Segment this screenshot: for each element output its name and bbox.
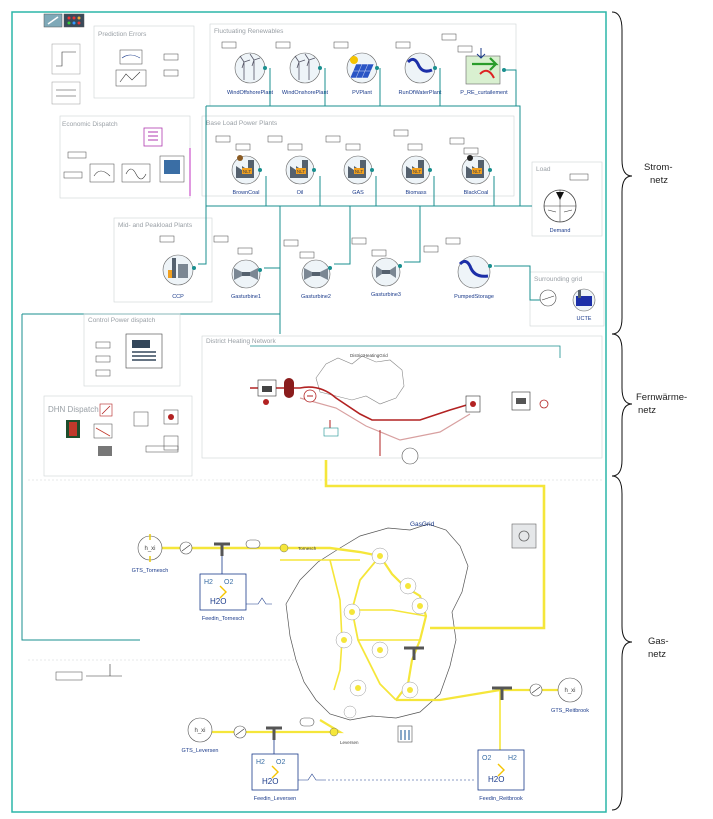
load-title: Load bbox=[536, 166, 551, 173]
plant-badge: NLT bbox=[413, 169, 421, 174]
gas-monitor-block[interactable] bbox=[512, 524, 536, 548]
feedin-reitbrook-label: Feedin_Reitbrook bbox=[479, 796, 523, 802]
demand-label: Demand bbox=[550, 228, 571, 234]
renewable-label-run-of-water: RunOfWaterPlant bbox=[399, 90, 442, 96]
toolbar[interactable] bbox=[44, 14, 84, 27]
mid-peak-title: Mid- and Peakload Plants bbox=[118, 222, 193, 229]
base-label-oil: Oil bbox=[297, 190, 304, 196]
base-label-brown-coal: BrownCoal bbox=[233, 190, 260, 196]
feedin-tornesch-label: Feedin_Tornesch bbox=[202, 616, 244, 622]
surrounding-grid-title: Surrounding grid bbox=[534, 276, 582, 283]
mid-label-gasturbine1: Gasturbine1 bbox=[231, 294, 261, 300]
dhn-dispatch-title: DHN Dispatch bbox=[48, 405, 99, 414]
heating-grid-label: DistrictHeatingGrid bbox=[350, 353, 388, 358]
mid-label-gasturbine2: Gasturbine2 bbox=[301, 294, 331, 300]
feedin-tornesch-h2o: H2O bbox=[210, 597, 226, 606]
mid-label-pumped-storage: PumpedStorage bbox=[454, 294, 494, 300]
plant-badge: NLT bbox=[473, 169, 481, 174]
base-label-black-coal: BlackCoal bbox=[464, 190, 489, 196]
gts-reitbrook-label: GTS_Reitbrook bbox=[551, 708, 589, 714]
toolbar-icon-2[interactable] bbox=[64, 14, 84, 27]
region-fern-line2: netz bbox=[638, 405, 656, 416]
feedin-reitbrook-h2: H2 bbox=[508, 755, 517, 762]
economic-dispatch-title: Economic Dispatch bbox=[62, 121, 118, 128]
gts-tornesch-hx: h_xi bbox=[144, 546, 155, 552]
base-label-gas: GAS bbox=[352, 190, 364, 196]
mid-label-ccp: CCP bbox=[172, 294, 184, 300]
base-load-title: Base Load Power Plants bbox=[206, 120, 278, 127]
gts-reitbrook-hx: h_xi bbox=[564, 688, 575, 694]
mid-label-gasturbine3: Gasturbine3 bbox=[371, 292, 401, 298]
region-gas-line2: netz bbox=[648, 649, 666, 660]
renewable-label-curtailment: P_RE_curtailement bbox=[460, 90, 508, 96]
plant-badge: NLT bbox=[297, 169, 305, 174]
region-strom-line1: Strom- bbox=[644, 162, 673, 173]
tornesch-label: Tornesch bbox=[298, 546, 317, 551]
fluctuating-renewables-title: Fluctuating Renewables bbox=[214, 28, 284, 35]
region-strom-line2: netz bbox=[650, 175, 668, 186]
gasgrid-title: GasGrid bbox=[410, 521, 435, 528]
base-label-biomass: Biomass bbox=[405, 190, 426, 196]
feedin-tornesch-o2: O2 bbox=[224, 579, 233, 586]
district-heating-title: District Heating Network bbox=[206, 338, 276, 345]
feedin-leversen-h2: H2 bbox=[256, 759, 265, 766]
feedin-reitbrook-h2o: H2O bbox=[488, 775, 504, 784]
feedin-leversen-label: Feedin_Leversen bbox=[254, 796, 297, 802]
renewable-label-wind-offshore: WindOffshorePlant bbox=[227, 90, 274, 96]
region-gas-line1: Gas- bbox=[648, 636, 669, 647]
feedin-tornesch-h2: H2 bbox=[204, 579, 213, 586]
plant-badge: NLT bbox=[355, 169, 363, 174]
renewable-label-pv: PVPlant bbox=[352, 90, 372, 96]
feedin-reitbrook-o2: O2 bbox=[482, 755, 491, 762]
region-braces bbox=[612, 12, 632, 810]
leversen-label: Leversen bbox=[340, 740, 359, 745]
ucte-label: UCTE bbox=[577, 316, 592, 322]
renewable-label-wind-onshore: WindOnshorePlant bbox=[282, 90, 329, 96]
prediction-errors-title: Prediction Errors bbox=[98, 31, 147, 38]
plant-badge: NLT bbox=[243, 169, 251, 174]
gts-leversen-hx: h_xi bbox=[194, 728, 205, 734]
feedin-leversen-h2o: H2O bbox=[262, 777, 278, 786]
region-fern-line1: Fernwärme- bbox=[636, 392, 687, 403]
feedin-leversen-o2: O2 bbox=[276, 759, 285, 766]
gts-leversen-label: GTS_Leversen bbox=[182, 748, 219, 754]
control-power-title: Control Power dispatch bbox=[88, 317, 156, 324]
gts-tornesch-label: GTS_Tornesch bbox=[132, 568, 169, 574]
